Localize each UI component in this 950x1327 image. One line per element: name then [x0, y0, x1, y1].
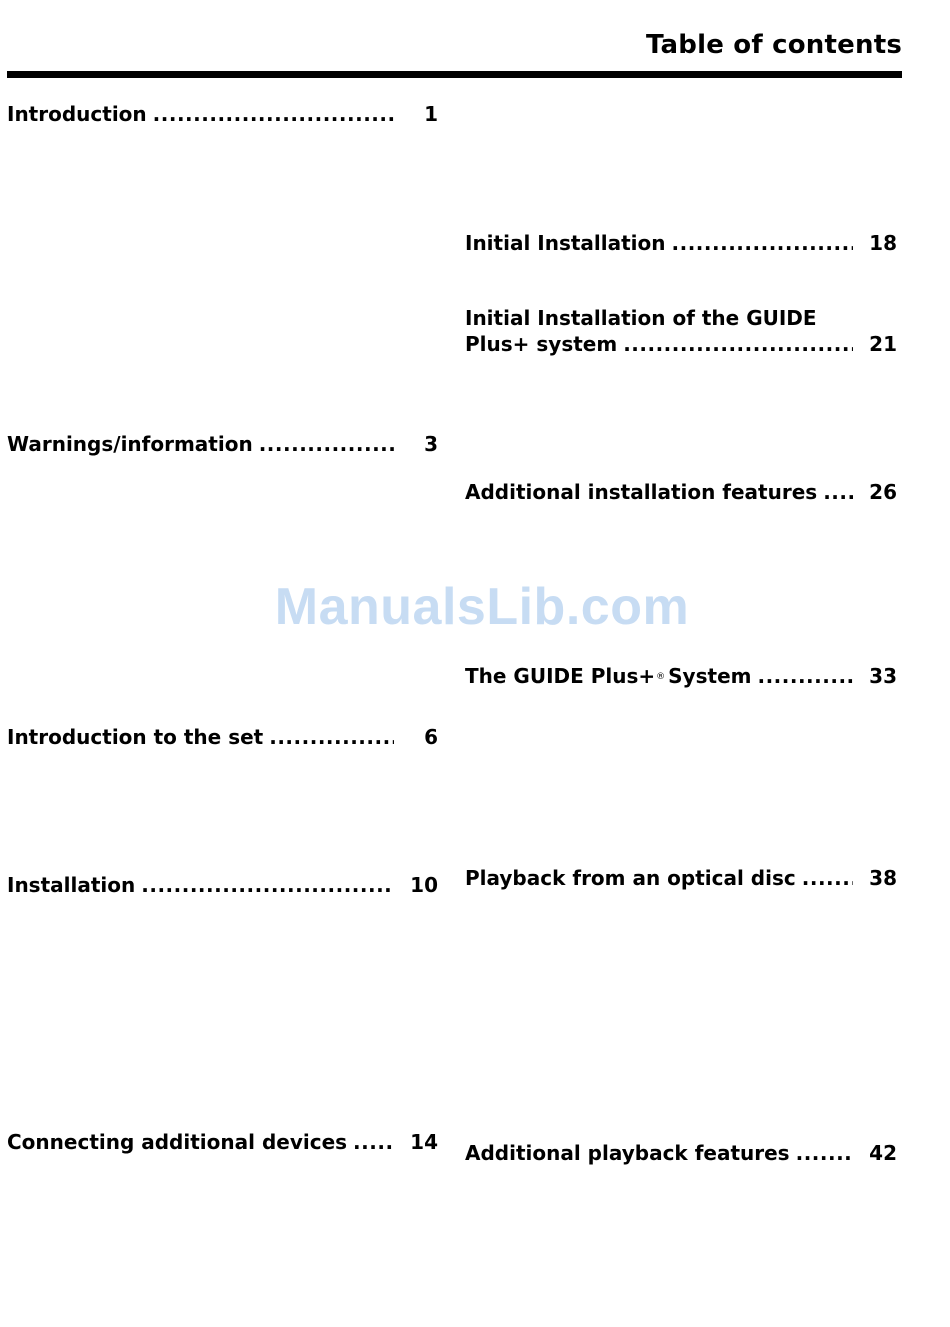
toc-label-part2: System	[668, 664, 752, 688]
toc-page-number: 26	[869, 480, 897, 504]
toc-leader-dots	[623, 331, 853, 357]
toc-label: Additional installation features	[465, 480, 818, 504]
toc-entry-installation[interactable]: Installation 10	[7, 872, 438, 898]
toc-page-number: 33	[869, 664, 897, 688]
toc-label: Warnings/information	[7, 432, 253, 456]
toc-leader-dots	[802, 865, 853, 891]
toc-leader-dots	[269, 724, 394, 750]
toc-entry-introduction[interactable]: Introduction 1	[7, 101, 438, 127]
page-title: Table of contents	[645, 30, 902, 60]
toc-leader-dots	[153, 101, 394, 127]
toc-leader-dots	[796, 1140, 853, 1166]
toc-leader-dots	[259, 431, 394, 457]
registered-mark: ®	[656, 672, 666, 682]
toc-label-line2: Plus+ system	[465, 332, 618, 356]
toc-label: Additional playback features	[465, 1141, 790, 1165]
toc-entry-additional-playback[interactable]: Additional playback features 42	[465, 1140, 897, 1166]
toc-page-number: 6	[424, 725, 438, 749]
toc-label: Connecting additional devices	[7, 1130, 348, 1154]
toc-page-number: 18	[869, 231, 897, 255]
toc-entry-guide-plus-system[interactable]: The GUIDE Plus+®System 33	[465, 663, 897, 690]
toc-entry-connecting-devices[interactable]: Connecting additional devices 14	[7, 1129, 438, 1155]
toc-label: Introduction to the set	[7, 725, 264, 749]
toc-leader-dots	[757, 663, 853, 689]
title-rule	[7, 71, 902, 78]
toc-page-number: 3	[424, 432, 438, 456]
toc-label-part1: The GUIDE Plus+	[465, 664, 656, 688]
toc-leader-dots	[353, 1129, 394, 1155]
toc-page-number: 38	[869, 866, 897, 890]
toc-page-number: 21	[869, 332, 897, 356]
watermark: ManualsLib.com	[274, 578, 690, 636]
toc-entry-playback-optical-disc[interactable]: Playback from an optical disc 38	[465, 865, 897, 891]
toc-leader-dots	[672, 230, 853, 256]
toc-label: The GUIDE Plus+®System	[465, 663, 751, 690]
toc-label: Introduction	[7, 102, 147, 126]
toc-label: Installation	[7, 873, 136, 897]
toc-leader-dots	[823, 479, 853, 505]
toc-entry-initial-installation-guide[interactable]: Initial Installation of the GUIDE Plus+ …	[465, 305, 897, 357]
toc-page-number: 42	[869, 1141, 897, 1165]
toc-page-number: 10	[410, 873, 438, 897]
toc-leader-dots	[141, 872, 394, 898]
toc-entry-introduction-to-set[interactable]: Introduction to the set 6	[7, 724, 438, 750]
toc-page-number: 14	[410, 1130, 438, 1154]
toc-label-line1: Initial Installation of the GUIDE	[465, 306, 817, 330]
toc-page-number: 1	[424, 102, 438, 126]
toc-entry-additional-installation[interactable]: Additional installation features 26	[465, 479, 897, 505]
toc-entry-initial-installation[interactable]: Initial Installation 18	[465, 230, 897, 256]
toc-entry-warnings[interactable]: Warnings/information 3	[7, 431, 438, 457]
toc-label: Initial Installation	[465, 231, 666, 255]
toc-label: Playback from an optical disc	[465, 866, 796, 890]
